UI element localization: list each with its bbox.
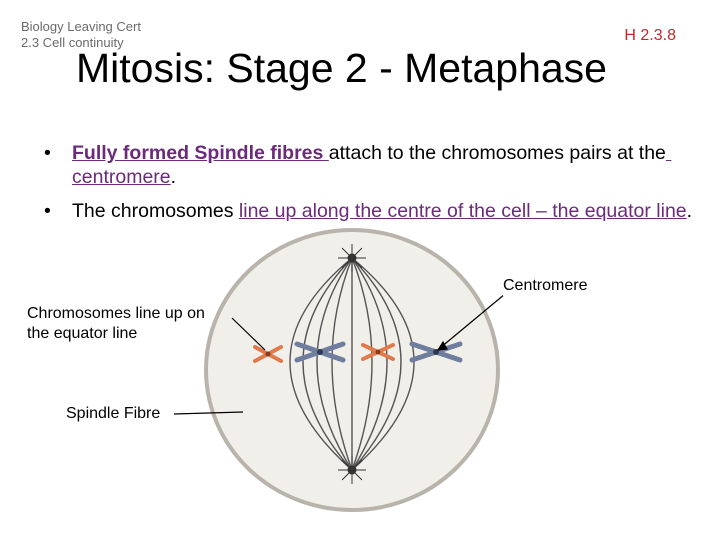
bullet-1-part-3: centromere [72,142,672,188]
bullet-2-part-3: . [686,200,693,222]
chromosome-3 [361,343,395,361]
page-title: Mitosis: Stage 2 - Metaphase [76,45,607,91]
bullet-item-2: The chromosomes line up along the centre… [40,199,700,223]
bullet-item-1: Fully formed Spindle fibres attach to th… [40,141,700,189]
bullet-1-part-1: Fully formed Spindle fibres [72,142,329,164]
pointer-lines [173,293,506,415]
course-line-2: 2.3 Cell continuity [21,35,124,50]
bullet-2-part-2: line up along the centre of the cell – t… [238,200,687,222]
equator-pointer [231,317,266,351]
spindle-fibre-1 [289,257,353,471]
spindle-fibre-6 [351,257,373,471]
equator-label: Chromosomes line up on the equator line [27,304,205,344]
chromosome-4 [409,341,463,363]
bullet-1-part-4: . [170,166,177,188]
bullet-2-part-1: The chromosomes [72,200,239,222]
centromere-arrowhead [436,340,448,351]
course-label: Biology Leaving Cert 2.3 Cell continuity [21,19,141,51]
bullet-1-part-2: attach to the chromosomes pairs at the [328,142,666,164]
equator-label-line-1: Chromosomes line up on [27,305,205,322]
course-line-1: Biology Leaving Cert [21,19,141,34]
spindle-fibre-7 [351,257,388,471]
bullet-list: Fully formed Spindle fibres attach to th… [40,141,700,233]
centromere-pointer [439,293,506,349]
chromosome-2 [294,341,346,363]
spindle-fibres [289,257,415,471]
syllabus-code: H 2.3.8 [624,27,676,44]
chromosome-1 [253,345,283,363]
spindle-pointer [173,411,244,415]
spindle-fibre-label: Spindle Fibre [66,404,161,424]
centrosome-top [338,244,366,272]
equator-label-line-2: the equator line [27,325,138,342]
spindle-fibre-8 [351,257,402,471]
centrosome-bottom [338,456,366,484]
spindle-fibre-2 [302,257,353,471]
spindle-fibre-4 [331,257,353,471]
spindle-fibre-3 [316,257,353,471]
centromere-label: Centromere [503,276,588,296]
